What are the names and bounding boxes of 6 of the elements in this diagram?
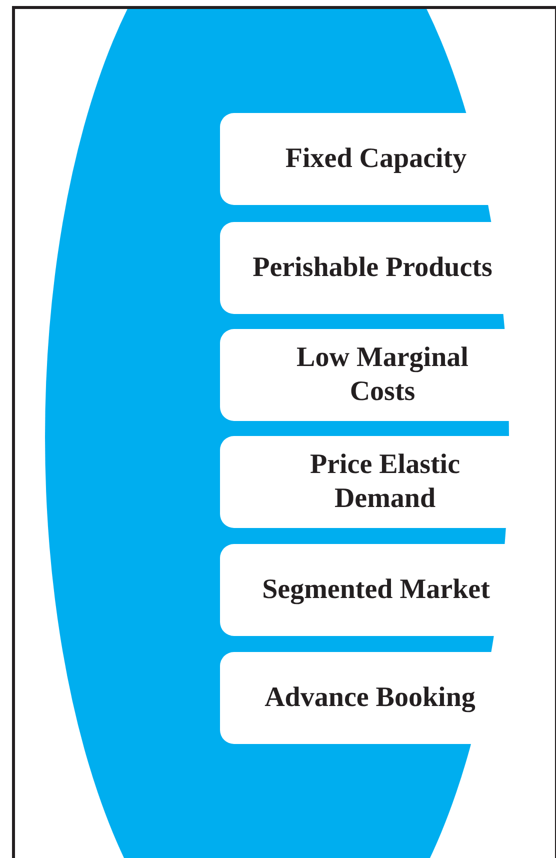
box-label: Perishable Products (252, 251, 492, 285)
box-label: Price Elastic Demand (308, 448, 462, 516)
box-label: Low Marginal Costs (296, 341, 470, 409)
box-label: Advance Booking (264, 681, 476, 715)
box-label: Segmented Market (261, 573, 491, 607)
box-label: Fixed Capacity (284, 142, 468, 176)
